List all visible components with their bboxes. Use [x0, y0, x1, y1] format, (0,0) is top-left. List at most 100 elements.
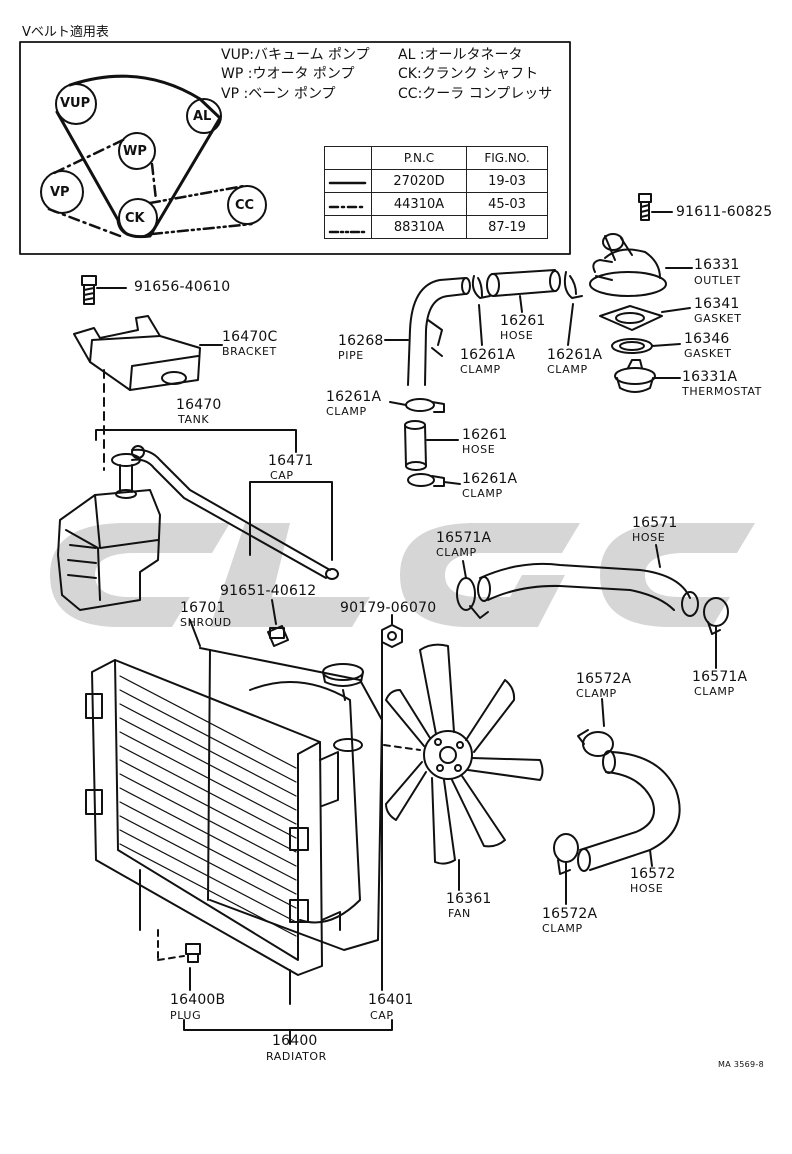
label-cap-rad-pn: 16401	[368, 992, 414, 1008]
label-upper-clamp2-pn: 16571A	[692, 669, 748, 685]
pulley-al	[186, 98, 222, 134]
bolt-icon-top-right	[638, 193, 673, 221]
label-radiator-pn: 16400	[272, 1033, 318, 1049]
label-gasket2-pn: 16346	[684, 331, 730, 347]
drain-plug-drawing	[185, 943, 201, 963]
label-cap-tank-pn: 16471	[268, 453, 314, 469]
label-gasket1-name: GASKET	[694, 312, 742, 325]
belt-chart-frame	[19, 41, 571, 255]
label-hose-top-pn: 16261	[500, 313, 546, 329]
radiator-cap-drawing	[322, 663, 364, 701]
label-clamp-c-pn: 16261A	[326, 389, 382, 405]
label-plug-pn: 16400B	[170, 992, 226, 1008]
label-cap-tank-name: CAP	[270, 469, 294, 482]
label-upper-hose-pn: 16571	[632, 515, 678, 531]
label-thermostat-name: THERMOSTAT	[682, 385, 762, 398]
lower-radiator-hose-drawing	[553, 698, 681, 905]
label-upper-clamp2-name: CLAMP	[694, 685, 735, 698]
legend-vup: VUP:バキューム ポンプ	[221, 47, 370, 63]
fan-shroud-drawing	[189, 619, 383, 951]
label-lower-clamp1-pn: 16572A	[576, 671, 632, 687]
label-nut-90179: 90179-06070	[340, 600, 437, 616]
clamp-drawing-2	[407, 473, 461, 487]
label-upper-clamp1-name: CLAMP	[436, 546, 477, 559]
label-bolt-91656: 91656-40610	[134, 279, 231, 295]
label-outlet-pn: 16331	[694, 257, 740, 273]
mid-hose-drawing	[404, 420, 459, 471]
small-hose-drawing	[471, 269, 583, 346]
label-bracket-name: BRACKET	[222, 345, 277, 358]
upper-radiator-hose-drawing	[456, 544, 729, 669]
label-clamp-b-name: CLAMP	[547, 363, 588, 376]
legend-vp: VP :ベーン ポンプ	[221, 86, 336, 102]
label-clamp-a-pn: 16261A	[460, 347, 516, 363]
col-pnc: P.N.C	[371, 146, 467, 170]
label-tank-name: TANK	[178, 413, 210, 426]
label-upper-hose-name: HOSE	[632, 531, 666, 544]
water-outlet-drawing	[589, 233, 693, 297]
label-shroud-pn: 16701	[180, 600, 226, 616]
label-thermostat-pn: 16331A	[682, 369, 738, 385]
figure-code: MA 3569-8	[718, 1060, 764, 1069]
label-gasket1-pn: 16341	[694, 296, 740, 312]
label-fan-pn: 16361	[446, 891, 492, 907]
label-hose-top-name: HOSE	[500, 329, 534, 342]
label-fan-name: FAN	[448, 907, 471, 920]
label-radiator-name: RADIATOR	[266, 1050, 327, 1063]
label-shroud-name: SHROUD	[180, 616, 232, 629]
belt-solid	[55, 74, 222, 239]
label-clamp-b-pn: 16261A	[547, 347, 603, 363]
legend-wp: WP :ウオータ ポンプ	[221, 66, 355, 82]
label-upper-clamp1-pn: 16571A	[436, 530, 492, 546]
pulley-cc	[227, 185, 267, 225]
bracket-drawing	[73, 315, 223, 471]
legend-ck: CK:クランク シャフト	[398, 66, 539, 82]
label-clamp-c-name: CLAMP	[326, 405, 367, 418]
pulley-vp	[40, 170, 84, 214]
label-lower-hose-name: HOSE	[630, 882, 664, 895]
belt-chart-title: Vベルト適用表	[22, 25, 109, 40]
reserve-tank-drawing	[57, 429, 333, 611]
label-pipe-pn: 16268	[338, 333, 384, 349]
label-lower-hose-pn: 16572	[630, 866, 676, 882]
belt-table-header: P.N.C FIG.NO.	[324, 146, 548, 170]
pulley-label-vup: VUP	[60, 96, 91, 111]
cooling-fan-drawing	[383, 643, 544, 891]
label-bolt-91611: 91611-60825	[676, 204, 773, 220]
ring-gasket-drawing	[611, 338, 681, 354]
belt-dash-dot-dot	[148, 184, 254, 236]
label-lower-clamp1-name: CLAMP	[576, 687, 617, 700]
pulley-label-wp: WP	[123, 144, 147, 159]
overflow-tube-drawing	[131, 445, 339, 580]
clamp-drawing-1	[389, 398, 445, 413]
label-bolt-91651: 91651-40612	[220, 583, 317, 599]
watermark-logo	[50, 523, 755, 627]
label-clamp-d-pn: 16261A	[462, 471, 518, 487]
pulley-label-ck: CK	[125, 211, 145, 226]
thermostat-drawing	[614, 359, 681, 393]
belt-dash-dot	[44, 138, 158, 238]
nut-icon	[381, 614, 403, 648]
label-clamp-d-name: CLAMP	[462, 487, 503, 500]
bolt-icon-mid	[267, 599, 289, 647]
pulley-label-al: AL	[193, 109, 212, 124]
gasket-drawing	[599, 305, 691, 331]
label-hose-mid-pn: 16261	[462, 427, 508, 443]
label-bracket-pn: 16470C	[222, 329, 278, 345]
label-pipe-name: PIPE	[338, 349, 364, 362]
label-lower-clamp2-pn: 16572A	[542, 906, 598, 922]
legend-cc: CC:クーラ コンプレッサ	[398, 86, 553, 102]
radiator-drawing	[85, 659, 363, 976]
label-hose-mid-name: HOSE	[462, 443, 496, 456]
pulley-label-cc: CC	[235, 198, 255, 213]
leader-radiator	[189, 639, 383, 1005]
label-plug-name: PLUG	[170, 1009, 202, 1022]
label-gasket2-name: GASKET	[684, 347, 732, 360]
label-clamp-a-name: CLAMP	[460, 363, 501, 376]
label-outlet-name: OUTLET	[694, 274, 741, 287]
